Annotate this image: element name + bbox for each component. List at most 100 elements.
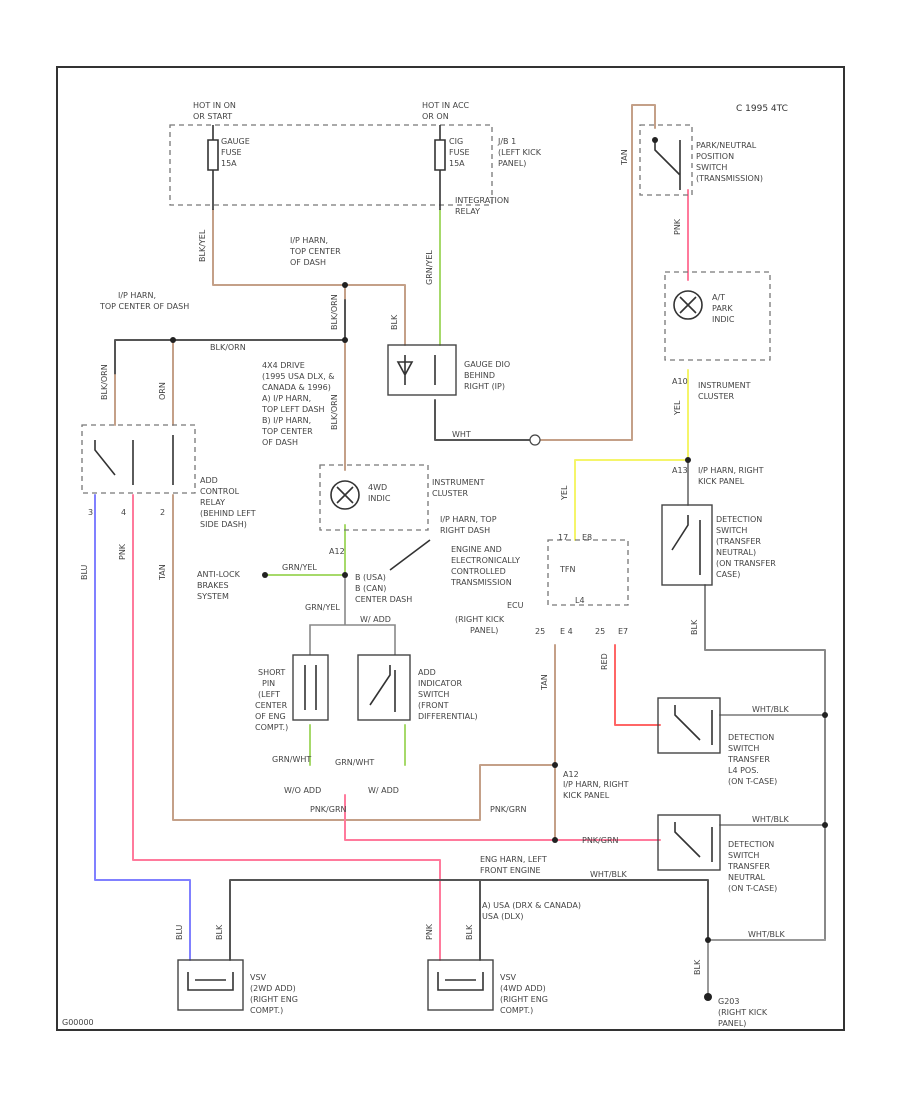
wire-det1-out	[704, 584, 826, 941]
gauge-diode-icon	[396, 355, 436, 385]
wire-label-grn-yel: GRN/YEL	[425, 250, 434, 285]
vsv-1-box	[177, 959, 244, 1011]
park-neutral-switch-box	[639, 124, 693, 196]
grn-wht-label-mid: GRN/WHT	[335, 758, 374, 767]
w-add-label: W/ ADD	[368, 786, 399, 795]
gauge-fuse-label-1: GAUGE	[221, 137, 250, 146]
wht-blk-label-1: WHT/BLK	[752, 705, 789, 714]
detection-switch-1-box	[661, 504, 713, 586]
pnk-grn-label-right: PNK/GRN	[582, 836, 619, 845]
det3-label-4: NEUTRAL	[728, 873, 765, 882]
ip-note-3: CANADA & 1996)	[262, 383, 331, 392]
short-pin-label-6: COMPT.)	[255, 723, 288, 732]
ip-harn-left-label-2: TOP CENTER OF DASH	[99, 302, 189, 311]
wire-label-blk-yel: BLK/YEL	[198, 229, 207, 262]
vsv1-label-2: (2WD ADD)	[250, 984, 296, 993]
detection-switch-2-icon	[674, 705, 713, 745]
grn-wht-label-left: GRN/WHT	[272, 755, 311, 764]
cig-fuse-icon	[434, 125, 446, 210]
park-neutral-label-4: (TRANSMISSION)	[696, 174, 763, 183]
short-pin-label-3: (LEFT	[258, 690, 280, 699]
det1-label-1: DETECTION	[716, 515, 762, 524]
detection-switch-3-icon	[674, 822, 713, 862]
grn-yel-label: GRN/YEL	[282, 563, 317, 572]
wire-label-orn: ORN	[158, 382, 167, 400]
ground-label-3: PANEL)	[718, 1019, 746, 1028]
anti-lock-label-2: BRAKES	[197, 581, 229, 590]
add-indicator-label-4: (FRONT	[418, 701, 449, 710]
add-indicator-label-3: SWITCH	[418, 690, 449, 699]
wire-tan-right	[539, 104, 656, 441]
ecu-pin-17: 17	[558, 533, 568, 542]
short-pin-box	[292, 654, 329, 721]
park-neutral-label-1: PARK/NEUTRAL	[696, 141, 757, 150]
add-indicator-box	[357, 654, 411, 721]
vsv2-label-2: (4WD ADD)	[500, 984, 546, 993]
add-control-relay-icon	[94, 435, 174, 485]
instrument-cluster-m-label-1: INSTRUMENT	[432, 478, 485, 487]
det3-label-3: TRANSFER	[727, 862, 770, 871]
ip-harn-right-kick-label-2: KICK PANEL	[698, 477, 745, 486]
ecu-label-2: ELECTRONICALLY	[451, 556, 520, 565]
wire-label-pnk-3: PNK	[425, 923, 434, 940]
wire-label-pnk: PNK	[673, 218, 682, 235]
anti-lock-label-1: ANTI-LOCK	[197, 570, 241, 579]
ip-harn-right-kick-label-1: I/P HARN, RIGHT	[698, 466, 764, 475]
ecu-label-7: PANEL)	[470, 626, 498, 635]
ecu-label-6: (RIGHT KICK	[455, 615, 505, 624]
vsv1-label-1: VSV	[250, 973, 267, 982]
ground-icon	[704, 993, 712, 1001]
add-control-label-2: CONTROL	[200, 487, 240, 496]
b-usa-label-3: CENTER DASH	[355, 595, 412, 604]
wht-blk-label-3: WHT/BLK	[748, 930, 785, 939]
ecu-box	[547, 539, 629, 606]
vsv-2-coil-icon	[437, 972, 484, 991]
eng-harn-label-1: ENG HARN, LEFT	[480, 855, 547, 864]
add-control-label-4: (BEHIND LEFT	[200, 509, 256, 518]
add-control-relay-box	[81, 424, 196, 494]
ecu-label-5: ECU	[507, 601, 524, 610]
wire-tan-relay-out	[172, 494, 556, 821]
at-park-lamp-icon	[673, 290, 703, 320]
jb-label-1: J/B 1	[497, 137, 516, 146]
ecu-label-3: CONTROLLED	[451, 567, 506, 576]
leader-ip-harn	[389, 539, 431, 571]
fuse-block-box	[169, 124, 493, 206]
vsv-1-coil-icon	[187, 972, 234, 991]
four-wd-label-1: 4WD	[368, 483, 387, 492]
diagram-code: C 1995 4TC	[736, 104, 788, 114]
ecu-pin-e4: E 4	[560, 627, 573, 636]
wire-pnk-long	[132, 494, 441, 961]
wire-label-blk-1: BLK	[390, 314, 399, 330]
instrument-cluster-r-label-1: INSTRUMENT	[698, 381, 751, 390]
at-park-label-2: PARK	[712, 304, 733, 313]
ecu-pin-25b: 25	[595, 627, 605, 636]
ecu-label-1: ENGINE AND	[451, 545, 502, 554]
integration-relay-label-1: INTEGRATION	[455, 196, 509, 205]
vsv2-label-1: VSV	[500, 973, 517, 982]
four-wd-label-2: INDIC	[368, 494, 391, 503]
wire-label-tan-3: TAN	[540, 674, 549, 691]
wire-split-gray	[309, 575, 396, 655]
wire-gauge-diode-out	[434, 399, 531, 441]
at-park-label-1: A/T	[712, 293, 725, 302]
det1-label-6: CASE)	[716, 570, 740, 579]
anti-lock-label-3: SYSTEM	[197, 592, 229, 601]
cig-fuse-label-2: FUSE	[449, 148, 470, 157]
wire-label-yel: YEL	[673, 400, 682, 416]
det3-label-1: DETECTION	[728, 840, 774, 849]
ip-harn-top-label-3: OF DASH	[290, 258, 326, 267]
wire-label-wht-blk: BLK	[690, 619, 699, 635]
wire-label-pnk-2: PNK	[118, 543, 127, 560]
add-indicator-label-1: ADD	[418, 668, 436, 677]
at-park-label-3: INDIC	[712, 315, 735, 324]
park-neutral-switch-icon	[654, 140, 681, 190]
ip-harn-top-right-label-2: RIGHT DASH	[440, 526, 490, 535]
ip-note-8: OF DASH	[262, 438, 298, 447]
splice-1	[342, 282, 348, 288]
ip-note-7: TOP CENTER	[261, 427, 313, 436]
ecu-pin-l4: L4	[575, 596, 585, 605]
splice-8	[705, 937, 711, 943]
integration-relay-label-2: RELAY	[455, 207, 480, 216]
